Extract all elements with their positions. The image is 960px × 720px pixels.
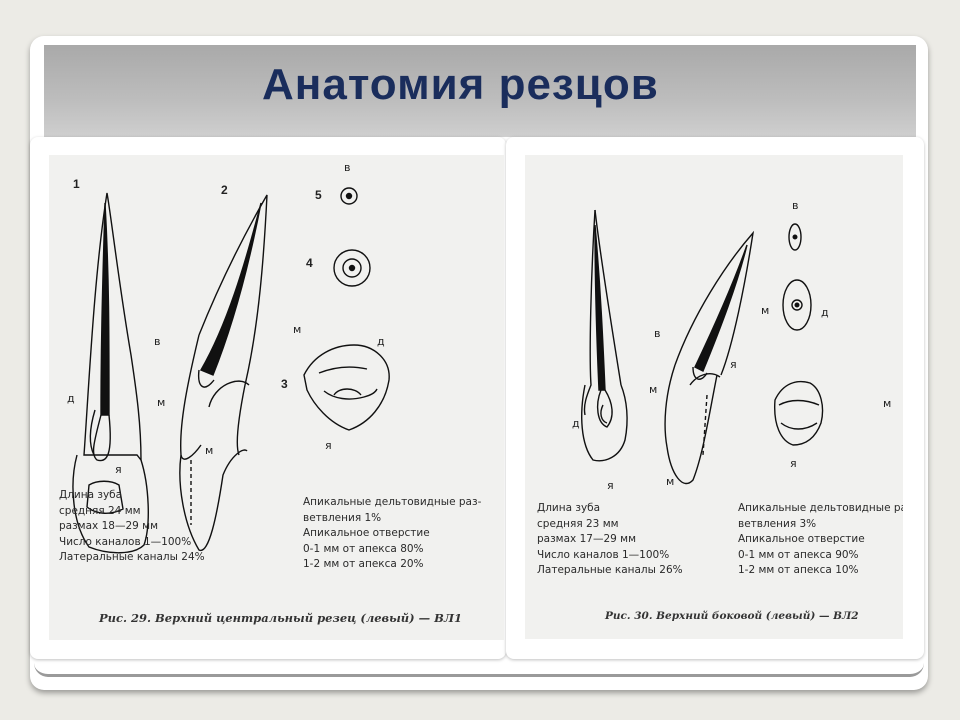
fig30-label-d-left: д	[572, 417, 580, 430]
fig29-label-v-top: в	[344, 161, 351, 174]
fig29-label-2: 2	[221, 183, 228, 197]
fig30-label-ya-mid: я	[790, 457, 797, 470]
figure-30-scan: в в м д д я м м я я м Длина зуба средняя…	[525, 155, 903, 639]
figure-29-drawing	[72, 187, 390, 554]
fig29-stats-left: Длина зуба средняя 24 мм размах 18—29 мм…	[59, 489, 205, 563]
fig29-label-m-right: м	[205, 444, 214, 457]
fig29-label-ya-left: я	[115, 463, 122, 476]
fig30-label-v-top: в	[792, 199, 799, 212]
fig29-label-ya-mid: я	[325, 439, 332, 452]
fig29-caption: Рис. 29. Верхний центральный резец (левы…	[99, 611, 463, 625]
fig29-label-1: 1	[73, 177, 80, 191]
fig30-label-ya-left: я	[607, 479, 614, 492]
fig30-label-m-bottom: м	[666, 475, 675, 488]
fig30-label-v-mid: в	[654, 327, 661, 340]
fig29-label-3: 3	[281, 377, 288, 391]
fig29-label-d-left: д	[67, 392, 75, 405]
fig29-label-5: 5	[315, 188, 322, 202]
fig29-stats-right: Апикальные дельтовидные раз- ветвления 1…	[303, 496, 482, 570]
fig29-label-d-mid: д	[377, 335, 385, 348]
slide-bottom-shadow	[34, 660, 924, 677]
slide-title: Анатомия резцов	[262, 60, 659, 109]
fig30-label-d-a: д	[821, 306, 829, 319]
fig29-label-4: 4	[306, 256, 313, 270]
fig29-label-m-left: м	[157, 396, 166, 409]
fig30-stats-left: Длина зуба средняя 23 мм размах 17—29 мм…	[537, 502, 683, 576]
fig30-caption: Рис. 30. Верхний боковой (левый) — ВЛ2	[605, 610, 859, 622]
fig30-label-m-a: м	[761, 304, 770, 317]
fig30-label-m-left: м	[649, 383, 658, 396]
fig29-label-m-mid: м	[293, 323, 302, 336]
fig30-stats-right: Апикальные дельтовидные раз- ветвления 3…	[738, 502, 903, 576]
fig30-label-ya-right: я	[730, 358, 737, 371]
figure-30-drawing	[581, 209, 824, 485]
fig30-label-m-far: м	[883, 397, 892, 410]
figure-29-scan: 1 2 3 4 5 в в д м я м м д я Длина зуба с…	[49, 155, 504, 640]
fig29-label-v-mid: в	[154, 335, 161, 348]
title-bar	[44, 45, 916, 137]
